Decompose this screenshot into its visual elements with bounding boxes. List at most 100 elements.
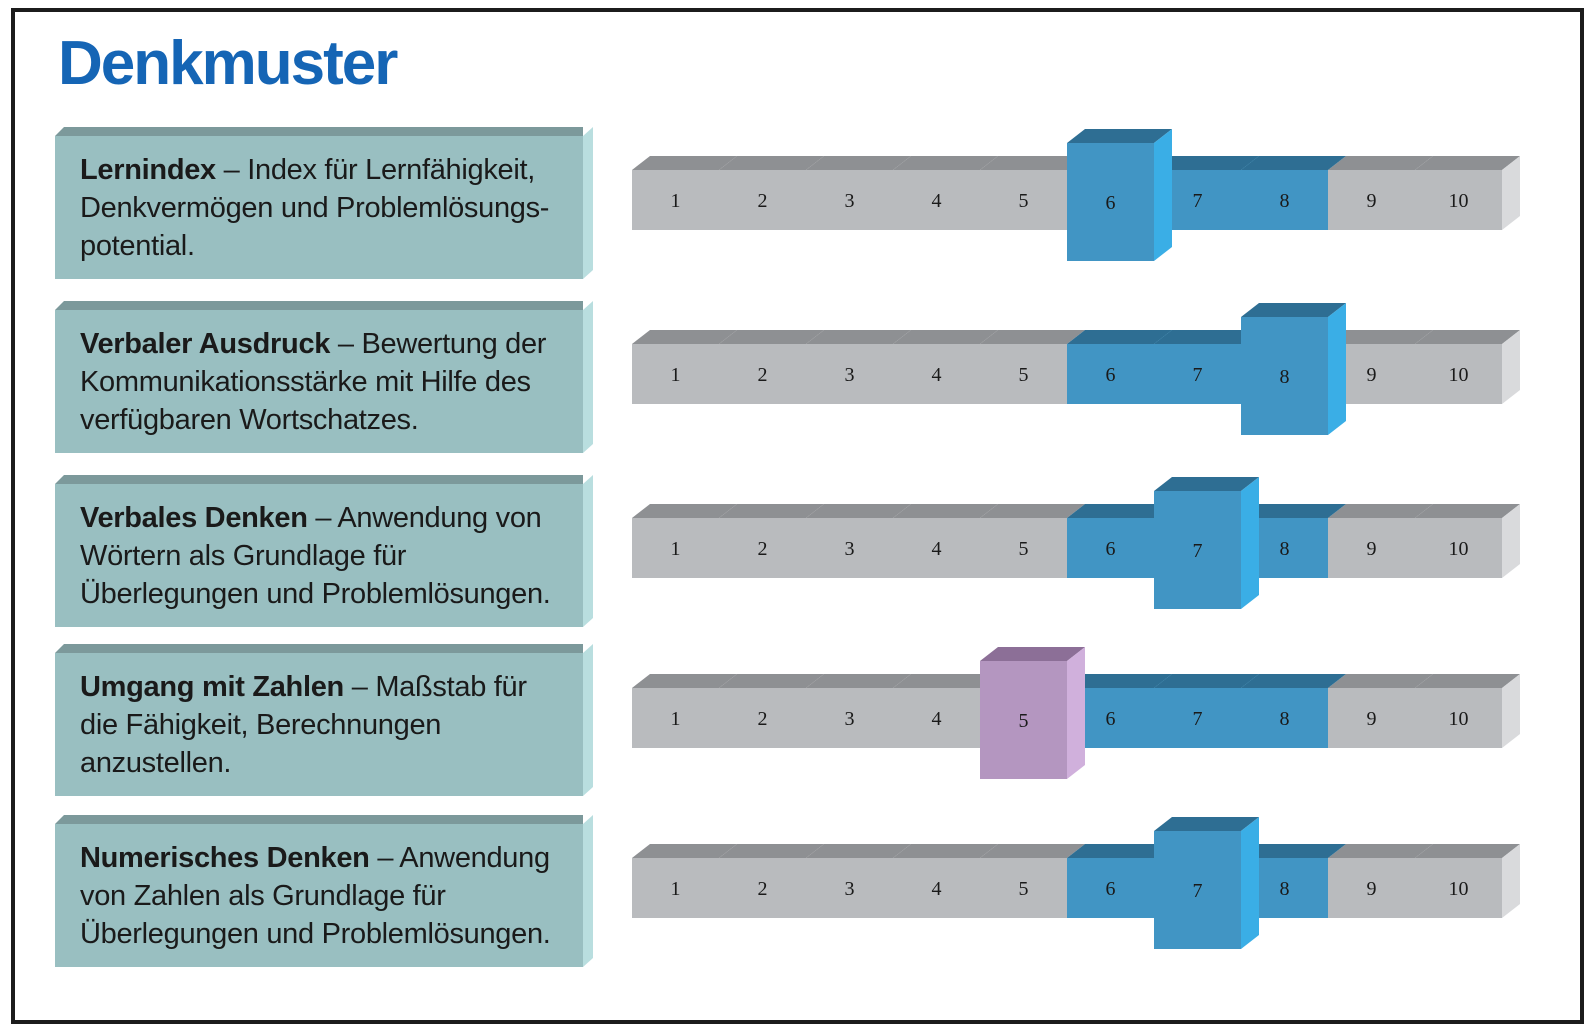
scale-cell-top <box>1067 844 1172 858</box>
scale-cell-side <box>1502 504 1520 578</box>
scale-tick-label: 1 <box>671 708 681 730</box>
scale-tick-label: 10 <box>1449 878 1469 900</box>
scale-cell <box>632 170 719 230</box>
row-label-text: Verbaler Ausdruck – Bewertung der Kommun… <box>80 325 565 439</box>
scale-tick-label: 7 <box>1193 708 1203 730</box>
scale-cell-side <box>1502 330 1520 404</box>
scale-cell-side <box>1502 156 1520 230</box>
scale-tick-label: 2 <box>758 364 768 386</box>
scale-cell <box>980 344 1067 404</box>
scale-cell-top <box>719 330 824 344</box>
scale-tick-label: 2 <box>758 878 768 900</box>
scale-cell-top <box>632 674 737 688</box>
scale-cell <box>632 688 719 748</box>
scale-cell <box>980 661 1067 779</box>
scale-cell-top <box>1067 129 1172 143</box>
row-label-text: Lernindex – Index für Lernfähigkeit, Den… <box>80 151 565 265</box>
scale-tick-label: 5 <box>1019 878 1029 900</box>
scale-cell <box>806 344 893 404</box>
row-label-description: – Index für Lernfähigkeit, Denkvermögen … <box>80 153 550 262</box>
scale-cell-top <box>1154 817 1259 831</box>
scale-cell <box>1415 858 1502 918</box>
scale-cell <box>980 518 1067 578</box>
scale-cell <box>1154 831 1241 949</box>
scale-cell <box>1415 170 1502 230</box>
scale-cell <box>1241 317 1328 435</box>
scale-tick-label: 7 <box>1193 880 1203 902</box>
scale-cell-top <box>806 674 911 688</box>
scale-cell-top <box>980 156 1085 170</box>
scale-cell <box>719 170 806 230</box>
scale-tick-label: 8 <box>1280 190 1290 212</box>
scale-tick-label: 5 <box>1019 190 1029 212</box>
scale-cell <box>632 344 719 404</box>
scale-tick-label: 9 <box>1367 708 1377 730</box>
scale-cell-side <box>1154 129 1172 261</box>
scale-cell-top <box>1328 844 1433 858</box>
row-label-box: Verbales Denken – Anwendung von Wörtern … <box>55 484 583 627</box>
scale-cell-top <box>806 156 911 170</box>
scale-tick-label: 9 <box>1367 878 1377 900</box>
row-label-bold: Numerisches Denken <box>80 841 370 874</box>
scale-tick-label: 6 <box>1106 364 1116 386</box>
scale-cell <box>1328 170 1415 230</box>
scale-cell <box>1328 518 1415 578</box>
scale-cell <box>806 688 893 748</box>
scale-cell-top <box>1154 330 1259 344</box>
scale-tick-label: 8 <box>1280 538 1290 560</box>
scale-cell-side <box>1241 477 1259 609</box>
scale-tick-label: 10 <box>1449 190 1469 212</box>
scale-cell <box>980 170 1067 230</box>
scale-cell-top <box>893 674 998 688</box>
scale-tick-label: 6 <box>1106 708 1116 730</box>
scale-cell-top <box>1067 674 1172 688</box>
scale-cell <box>893 858 980 918</box>
scale-cell <box>632 858 719 918</box>
scale-tick-label: 3 <box>845 364 855 386</box>
scale-tick-label: 9 <box>1367 538 1377 560</box>
scale-cell <box>1067 344 1154 404</box>
row-label-description: – Anwendung von Zahlen als Grundlage für… <box>80 841 551 950</box>
scale-cell <box>806 858 893 918</box>
scale-cell <box>806 170 893 230</box>
scale-cell-top <box>893 844 998 858</box>
scale-cell-top <box>719 674 824 688</box>
scale-cell-top <box>1241 844 1346 858</box>
row-label-bold: Umgang mit Zahlen <box>80 670 344 703</box>
row-label-description: – Anwendung von Wörtern als Grundlage fü… <box>80 501 551 610</box>
scale-cell-top <box>1328 674 1433 688</box>
scale-tick-label: 8 <box>1280 878 1290 900</box>
scale-cell-side <box>1502 844 1520 918</box>
scale-tick-label: 3 <box>845 538 855 560</box>
scale-tick-label: 1 <box>671 190 681 212</box>
scale-cell-top <box>1328 330 1433 344</box>
scale-tick-label: 2 <box>758 538 768 560</box>
scale-tick-label: 3 <box>845 708 855 730</box>
scale-cell-top <box>1154 477 1259 491</box>
scale-cell-top <box>806 504 911 518</box>
row-label-box: Lernindex – Index für Lernfähigkeit, Den… <box>55 136 583 279</box>
scale-cell <box>980 858 1067 918</box>
scale-cell-top <box>806 330 911 344</box>
scale-cell-top <box>1154 674 1259 688</box>
scale-cell-top <box>632 330 737 344</box>
scale-tick-label: 5 <box>1019 364 1029 386</box>
scale-cell-top <box>632 844 737 858</box>
row-label-text: Numerisches Denken – Anwendung von Zahle… <box>80 839 565 953</box>
row-label-description: – Bewertung der Kommunikationsstärke mit… <box>80 327 547 436</box>
scale-tick-label: 7 <box>1193 540 1203 562</box>
scale-tick-label: 2 <box>758 708 768 730</box>
scale-cell-top <box>719 156 824 170</box>
row-label-box: Verbaler Ausdruck – Bewertung der Kommun… <box>55 310 583 453</box>
scale-cell <box>1154 491 1241 609</box>
scale-cell <box>1415 518 1502 578</box>
scale-cell <box>893 344 980 404</box>
scale-cell <box>1415 344 1502 404</box>
scale-tick-label: 7 <box>1193 190 1203 212</box>
scale-tick-label: 10 <box>1449 364 1469 386</box>
scale-cell <box>1241 170 1328 230</box>
scale-tick-label: 10 <box>1449 708 1469 730</box>
